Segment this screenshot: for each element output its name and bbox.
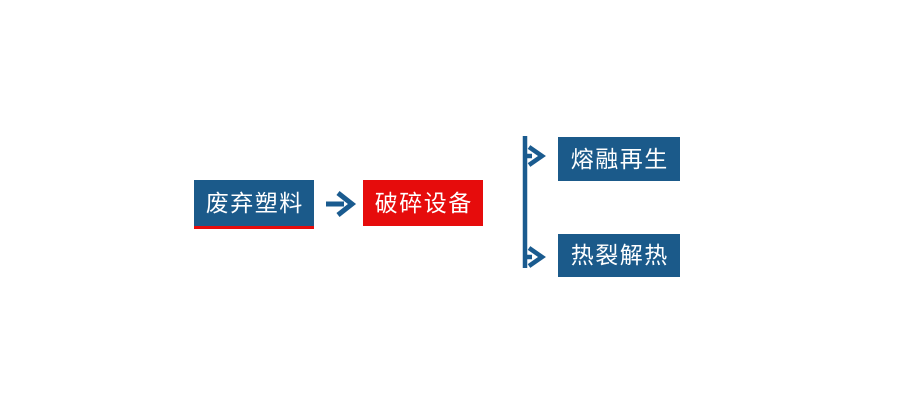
- flow-node-waste-plastic: 废弃塑料: [194, 180, 314, 229]
- main-arrow: [326, 191, 357, 217]
- flow-node-label: 熔融再生: [570, 145, 669, 172]
- flow-node-label: 破碎设备: [374, 189, 473, 216]
- flow-node-melt-regeneration: 熔融再生: [558, 137, 680, 181]
- branch-arrow-top: [525, 145, 546, 167]
- flow-node-crushing-equipment: 破碎设备: [363, 180, 483, 226]
- flow-node-label: 废弃塑料: [205, 189, 304, 216]
- flow-node-label: 热裂解热: [570, 242, 669, 268]
- branch-arrow-bottom: [525, 246, 546, 268]
- flow-node-pyrolysis-heat: 热裂解热: [558, 234, 680, 277]
